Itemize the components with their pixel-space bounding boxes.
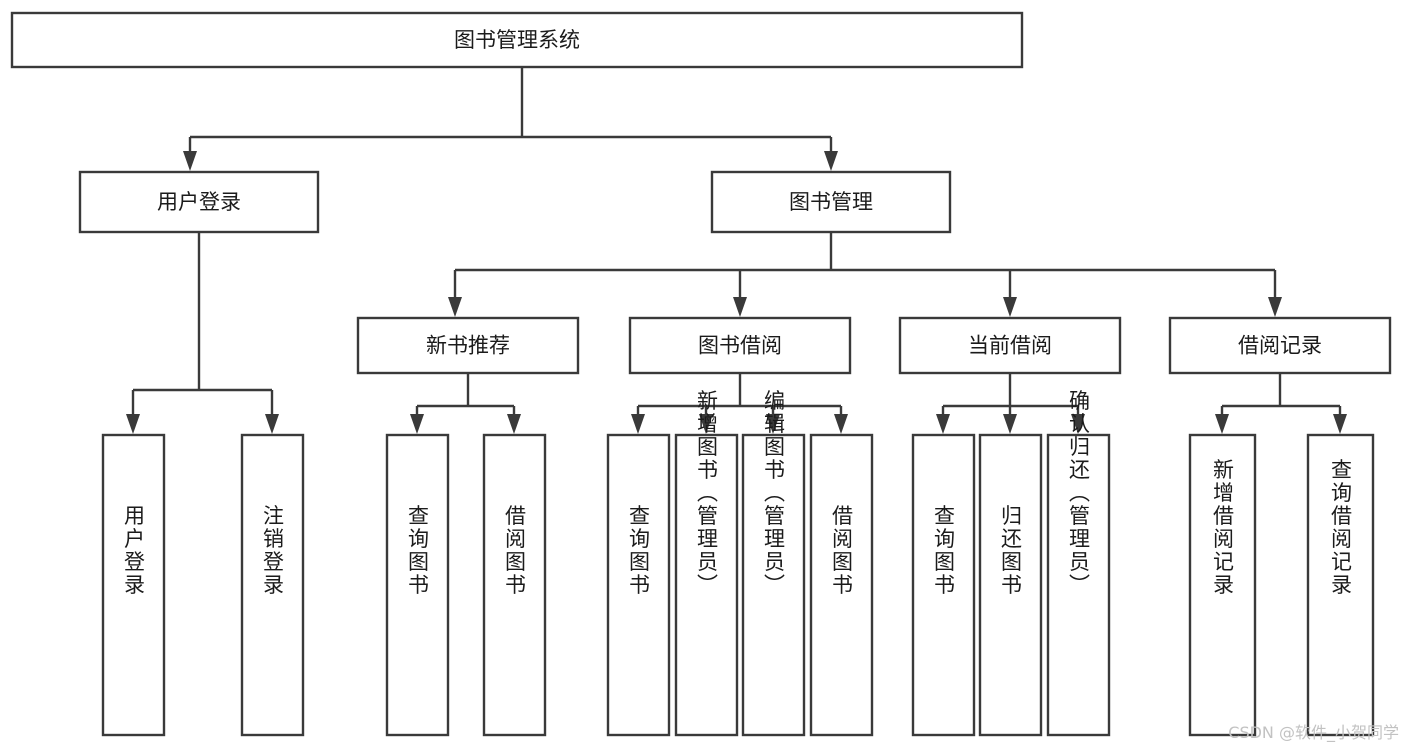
node-leaf-user-login[interactable]: 用户登录 bbox=[101, 433, 166, 737]
node-leaf-user-login-label: 用户登录 bbox=[122, 505, 146, 597]
node-leaf-query-book-1[interactable]: 查询图书 bbox=[385, 433, 450, 737]
node-leaf-borrow-book-1-box[interactable] bbox=[482, 433, 547, 737]
node-leaf-edit-book-label: 编辑图书（管理员） bbox=[762, 390, 786, 597]
edges-layer bbox=[126, 67, 1347, 434]
node-leaf-query-book-2-label: 查询图书 bbox=[627, 505, 651, 597]
node-leaf-return-book[interactable]: 归还图书 bbox=[978, 433, 1043, 737]
node-leaf-user-logout-label: 注销登录 bbox=[261, 505, 285, 597]
node-leaf-query-borrow-record-label: 查询借阅记录 bbox=[1329, 459, 1353, 597]
node-leaf-query-book-3-label: 查询图书 bbox=[932, 505, 956, 597]
node-leaf-edit-book[interactable]: 编辑图书（管理员） bbox=[741, 390, 806, 737]
node-leaf-confirm-return-label: 确认归还（管理员） bbox=[1067, 390, 1091, 597]
node-leaf-borrow-book-2-label: 借阅图书 bbox=[830, 505, 854, 597]
node-borrow-records-box[interactable] bbox=[1168, 316, 1392, 375]
node-leaf-return-book-box[interactable] bbox=[978, 433, 1043, 737]
node-new-book-recommend[interactable]: 新书推荐 bbox=[356, 316, 580, 375]
node-book-management-box[interactable] bbox=[710, 170, 952, 234]
node-book-borrow-label: 图书借阅 bbox=[698, 334, 782, 358]
node-book-management-label: 图书管理 bbox=[789, 190, 873, 214]
node-root[interactable]: 图书管理系统 bbox=[10, 11, 1024, 69]
node-leaf-add-book-label: 新增图书（管理员） bbox=[695, 390, 719, 597]
node-leaf-query-book-1-box[interactable] bbox=[385, 433, 450, 737]
node-leaf-confirm-return-box[interactable] bbox=[1046, 433, 1111, 737]
node-leaf-add-book[interactable]: 新增图书（管理员） bbox=[674, 390, 739, 737]
node-leaf-borrow-book-2[interactable]: 借阅图书 bbox=[809, 433, 874, 737]
node-leaf-query-borrow-record[interactable]: 查询借阅记录 bbox=[1306, 433, 1375, 737]
watermark-label: CSDN @软件_小贺同学 bbox=[1228, 723, 1399, 742]
node-leaf-user-logout[interactable]: 注销登录 bbox=[240, 433, 305, 737]
node-user-login-label: 用户登录 bbox=[157, 190, 241, 214]
node-root-box[interactable] bbox=[10, 11, 1024, 69]
node-user-login-box[interactable] bbox=[78, 170, 320, 234]
node-new-book-recommend-box[interactable] bbox=[356, 316, 580, 375]
node-leaf-add-book-box[interactable] bbox=[674, 433, 739, 737]
node-leaf-user-login-box[interactable] bbox=[101, 433, 166, 737]
node-leaf-borrow-book-2-box[interactable] bbox=[809, 433, 874, 737]
node-borrow-records[interactable]: 借阅记录 bbox=[1168, 316, 1392, 375]
node-leaf-query-book-1-label: 查询图书 bbox=[406, 505, 430, 597]
node-leaf-confirm-return[interactable]: 确认归还（管理员） bbox=[1046, 390, 1111, 737]
node-book-borrow[interactable]: 图书借阅 bbox=[628, 316, 852, 375]
node-book-borrow-box[interactable] bbox=[628, 316, 852, 375]
node-current-borrow-box[interactable] bbox=[898, 316, 1122, 375]
node-leaf-borrow-book-1[interactable]: 借阅图书 bbox=[482, 433, 547, 737]
node-root-label: 图书管理系统 bbox=[454, 28, 580, 52]
nodes-layer: 图书管理系统用户登录图书管理新书推荐图书借阅当前借阅借阅记录用户登录注销登录查询… bbox=[10, 11, 1392, 737]
node-leaf-add-borrow-record-label: 新增借阅记录 bbox=[1211, 459, 1235, 597]
node-leaf-add-borrow-record-box[interactable] bbox=[1188, 433, 1257, 737]
node-current-borrow-label: 当前借阅 bbox=[968, 334, 1052, 358]
node-leaf-query-borrow-record-box[interactable] bbox=[1306, 433, 1375, 737]
node-leaf-borrow-book-1-label: 借阅图书 bbox=[503, 505, 527, 597]
node-borrow-records-label: 借阅记录 bbox=[1238, 334, 1322, 358]
node-current-borrow[interactable]: 当前借阅 bbox=[898, 316, 1122, 375]
node-leaf-query-book-2[interactable]: 查询图书 bbox=[606, 433, 671, 737]
node-leaf-return-book-label: 归还图书 bbox=[999, 505, 1023, 597]
node-book-management[interactable]: 图书管理 bbox=[710, 170, 952, 234]
node-leaf-add-borrow-record[interactable]: 新增借阅记录 bbox=[1188, 433, 1257, 737]
node-new-book-recommend-label: 新书推荐 bbox=[426, 334, 510, 358]
node-user-login[interactable]: 用户登录 bbox=[78, 170, 320, 234]
node-leaf-query-book-2-box[interactable] bbox=[606, 433, 671, 737]
node-leaf-user-logout-box[interactable] bbox=[240, 433, 305, 737]
node-leaf-edit-book-box[interactable] bbox=[741, 433, 806, 737]
node-leaf-query-book-3[interactable]: 查询图书 bbox=[911, 433, 976, 737]
node-leaf-query-book-3-box[interactable] bbox=[911, 433, 976, 737]
